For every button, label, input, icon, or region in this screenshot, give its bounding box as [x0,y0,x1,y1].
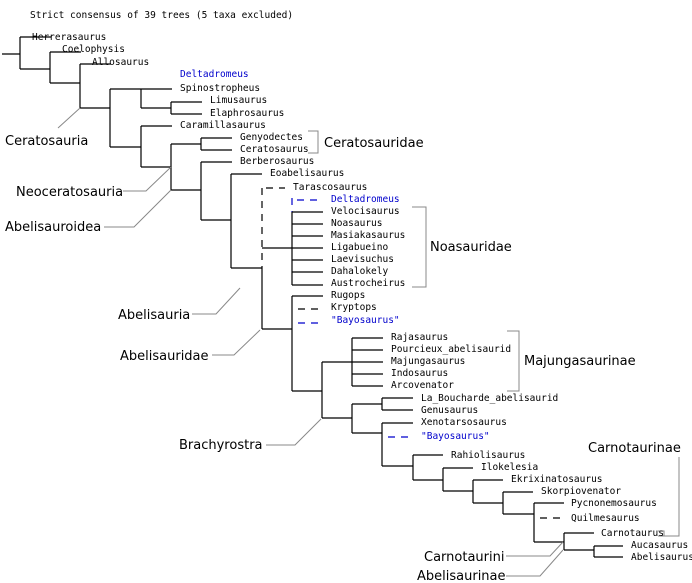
carnotaurus-bracket [658,530,665,537]
clade-label-abelisaurinae: Abelisaurinae [417,569,506,583]
taxon-label: Kryptops [331,302,377,313]
taxon-label: Masiakasaurus [331,230,405,241]
clade-label-majungasaurinae: Majungasaurinae [524,354,636,369]
taxon-label: Skorpiovenator [541,486,621,497]
taxon-label: Caramillasaurus [180,120,266,131]
clade-annotations [57,107,680,577]
taxon-label: Indosaurus [391,368,448,379]
clade-label-abelisauroidea: Abelisauroidea [5,220,101,235]
clade-label-neoceratosauria: Neoceratosauria [16,185,123,200]
taxon-labels: HerrerasaurusCoelophysisAllosaurusDeltad… [32,32,692,563]
majungasaurinae-bracket [507,330,520,392]
taxon-label: Majungasaurus [391,356,465,367]
taxon-label: "Bayosaurus" [421,431,490,442]
taxon-label: Arcovenator [391,380,454,391]
taxon-label: Limusaurus [210,95,267,106]
taxon-label: Ekrixinatosaurus [511,474,603,485]
taxon-label: Deltadromeus [331,194,400,205]
abelisauria-leader [192,287,241,315]
taxon-label: Rugops [331,290,365,301]
taxon-label: Abelisaurus [631,552,692,563]
tree-title: Strict consensus of 39 trees (5 taxa exc… [30,10,293,21]
taxon-label: Allosaurus [92,57,149,68]
taxon-label: Tarascosaurus [293,182,367,193]
taxon-label: Ceratosaurus [240,144,309,155]
abelisaurinae-leader [506,549,564,577]
taxon-label: La_Boucharde_abelisaurid [421,393,558,404]
taxon-label: Velocisaurus [331,206,400,217]
taxon-label: Spinostropheus [180,83,260,94]
taxon-label: "Bayosaurus" [331,315,400,326]
taxon-label: Laevisuchus [331,254,394,265]
taxon-label: Genyodectes [240,132,303,143]
taxon-label: Coelophysis [62,44,125,55]
taxon-label: Ligabueino [331,242,388,253]
neoceratosauria-leader [123,166,172,192]
taxon-label: Xenotarsosaurus [421,417,507,428]
taxon-label: Pourcieux_abelisaurid [391,344,511,355]
taxon-label: Pycnonemosaurus [571,498,657,509]
clade-label-carnotaurini: Carnotaurini [424,550,504,565]
clade-label-ceratosauridae: Ceratosauridae [324,136,424,151]
clade-label-noasauridae: Noasauridae [430,240,512,255]
clade-label-brachyrostra: Brachyrostra [179,438,263,453]
taxon-label: Carnotaurus [601,528,664,539]
abelisauroidea-leader [104,189,172,228]
clade-label-abelisauria: Abelisauria [118,308,190,323]
taxon-label: Herrerasaurus [32,32,106,43]
abelisauridae-leader [212,329,261,356]
taxon-label: Austrocheirus [331,278,405,289]
taxon-label: Elaphrosaurus [210,108,284,119]
noasauridae-bracket [412,206,427,288]
clade-label-ceratosauria: Ceratosauria [5,134,88,149]
taxon-label: Rajasaurus [391,332,448,343]
taxon-label: Quilmesaurus [571,513,640,524]
taxon-label: Eoabelisaurus [270,168,344,179]
clade-labels: Ceratosauria Neoceratosauria Abelisauroi… [5,134,681,583]
carnotaurini-leader [506,541,564,557]
taxon-label: Rahiolisaurus [451,450,525,461]
brachyrostra-leader [266,418,322,446]
clade-label-abelisauridae: Abelisauridae [120,349,209,364]
ceratosauria-leader [57,107,81,129]
carnotaurinae-leader [664,457,680,537]
taxon-label: Genusaurus [421,405,478,416]
taxon-label: Ilokelesia [481,462,538,473]
taxon-label: Aucasaurus [631,540,688,551]
ceratosauridae-bracket [308,130,319,154]
taxon-label: Dahalokely [331,266,388,277]
taxon-label: Noasaurus [331,218,382,229]
clade-label-carnotaurinae: Carnotaurinae [588,441,681,456]
tree-branches [2,36,623,558]
taxon-label: Berberosaurus [240,156,314,167]
taxon-label: Deltadromeus [180,69,249,80]
